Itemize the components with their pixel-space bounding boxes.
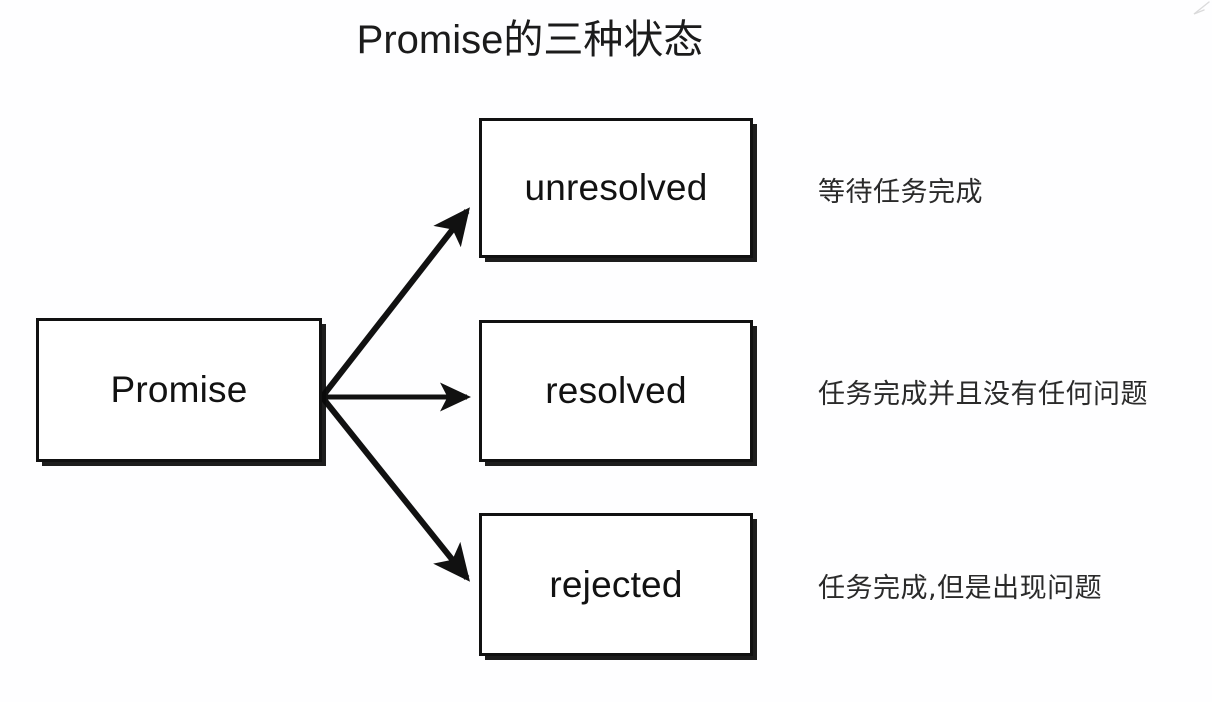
page-title: Promise的三种状态 [356, 18, 704, 62]
arrow-promise-to-unresolved [319, 207, 470, 399]
annotation-resolved: 任务完成并且没有任何问题 [818, 379, 1148, 410]
corner-scribble-artifact [1193, 1, 1210, 15]
node-unresolved-label: unresolved [524, 167, 708, 208]
node-resolved[interactable]: resolved [479, 320, 753, 462]
arrow-promise-to-rejected [319, 395, 471, 582]
node-rejected[interactable]: rejected [479, 513, 753, 656]
node-promise[interactable]: Promise [36, 318, 322, 462]
annotation-unresolved: 等待任务完成 [818, 177, 983, 208]
node-unresolved[interactable]: unresolved [479, 118, 753, 258]
node-promise-label: Promise [110, 369, 248, 410]
annotation-rejected: 任务完成,但是出现问题 [818, 573, 1103, 604]
node-rejected-label: rejected [549, 563, 683, 605]
node-resolved-label: resolved [545, 370, 687, 411]
